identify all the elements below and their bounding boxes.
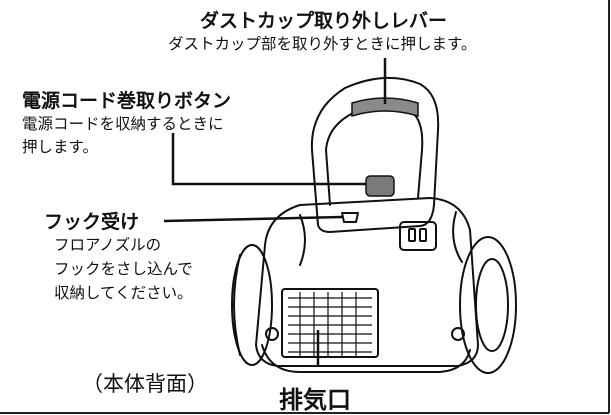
exhaust-grille bbox=[281, 288, 379, 358]
dust-cup-lever-title: ダストカップ取り外しレバー bbox=[200, 10, 448, 32]
left-wheel bbox=[231, 244, 273, 366]
hook-holder-shape bbox=[341, 212, 359, 223]
body-shell bbox=[255, 197, 479, 367]
dust-cup-lever-description: ダストカップ部を取り外すときに押します。 bbox=[168, 35, 477, 53]
socket-panel bbox=[399, 221, 437, 251]
dust-cup-lever bbox=[351, 97, 419, 118]
view-caption: （本体背面） bbox=[82, 372, 208, 396]
cord-rewind-button-description-line2: 押します。 bbox=[22, 138, 98, 156]
cord-rewind-button-title: 電源コード巻取りボタン bbox=[22, 90, 232, 112]
hook-holder-description-line2: フックをさし込んで bbox=[54, 260, 193, 278]
handle-outer bbox=[310, 76, 440, 226]
cord-rewind-button-shape bbox=[365, 175, 395, 197]
hook-holder-title: フック受け bbox=[44, 211, 140, 233]
cord-rewind-button-description-line1: 電源コードを収納するときに bbox=[22, 115, 224, 133]
exhaust-port-title: 排気口 bbox=[279, 386, 351, 414]
right-wheel bbox=[459, 236, 517, 374]
hook-holder-description-line1: フロアノズルの bbox=[54, 236, 162, 254]
hook-holder-description-line3: 収納してください。 bbox=[54, 284, 193, 302]
